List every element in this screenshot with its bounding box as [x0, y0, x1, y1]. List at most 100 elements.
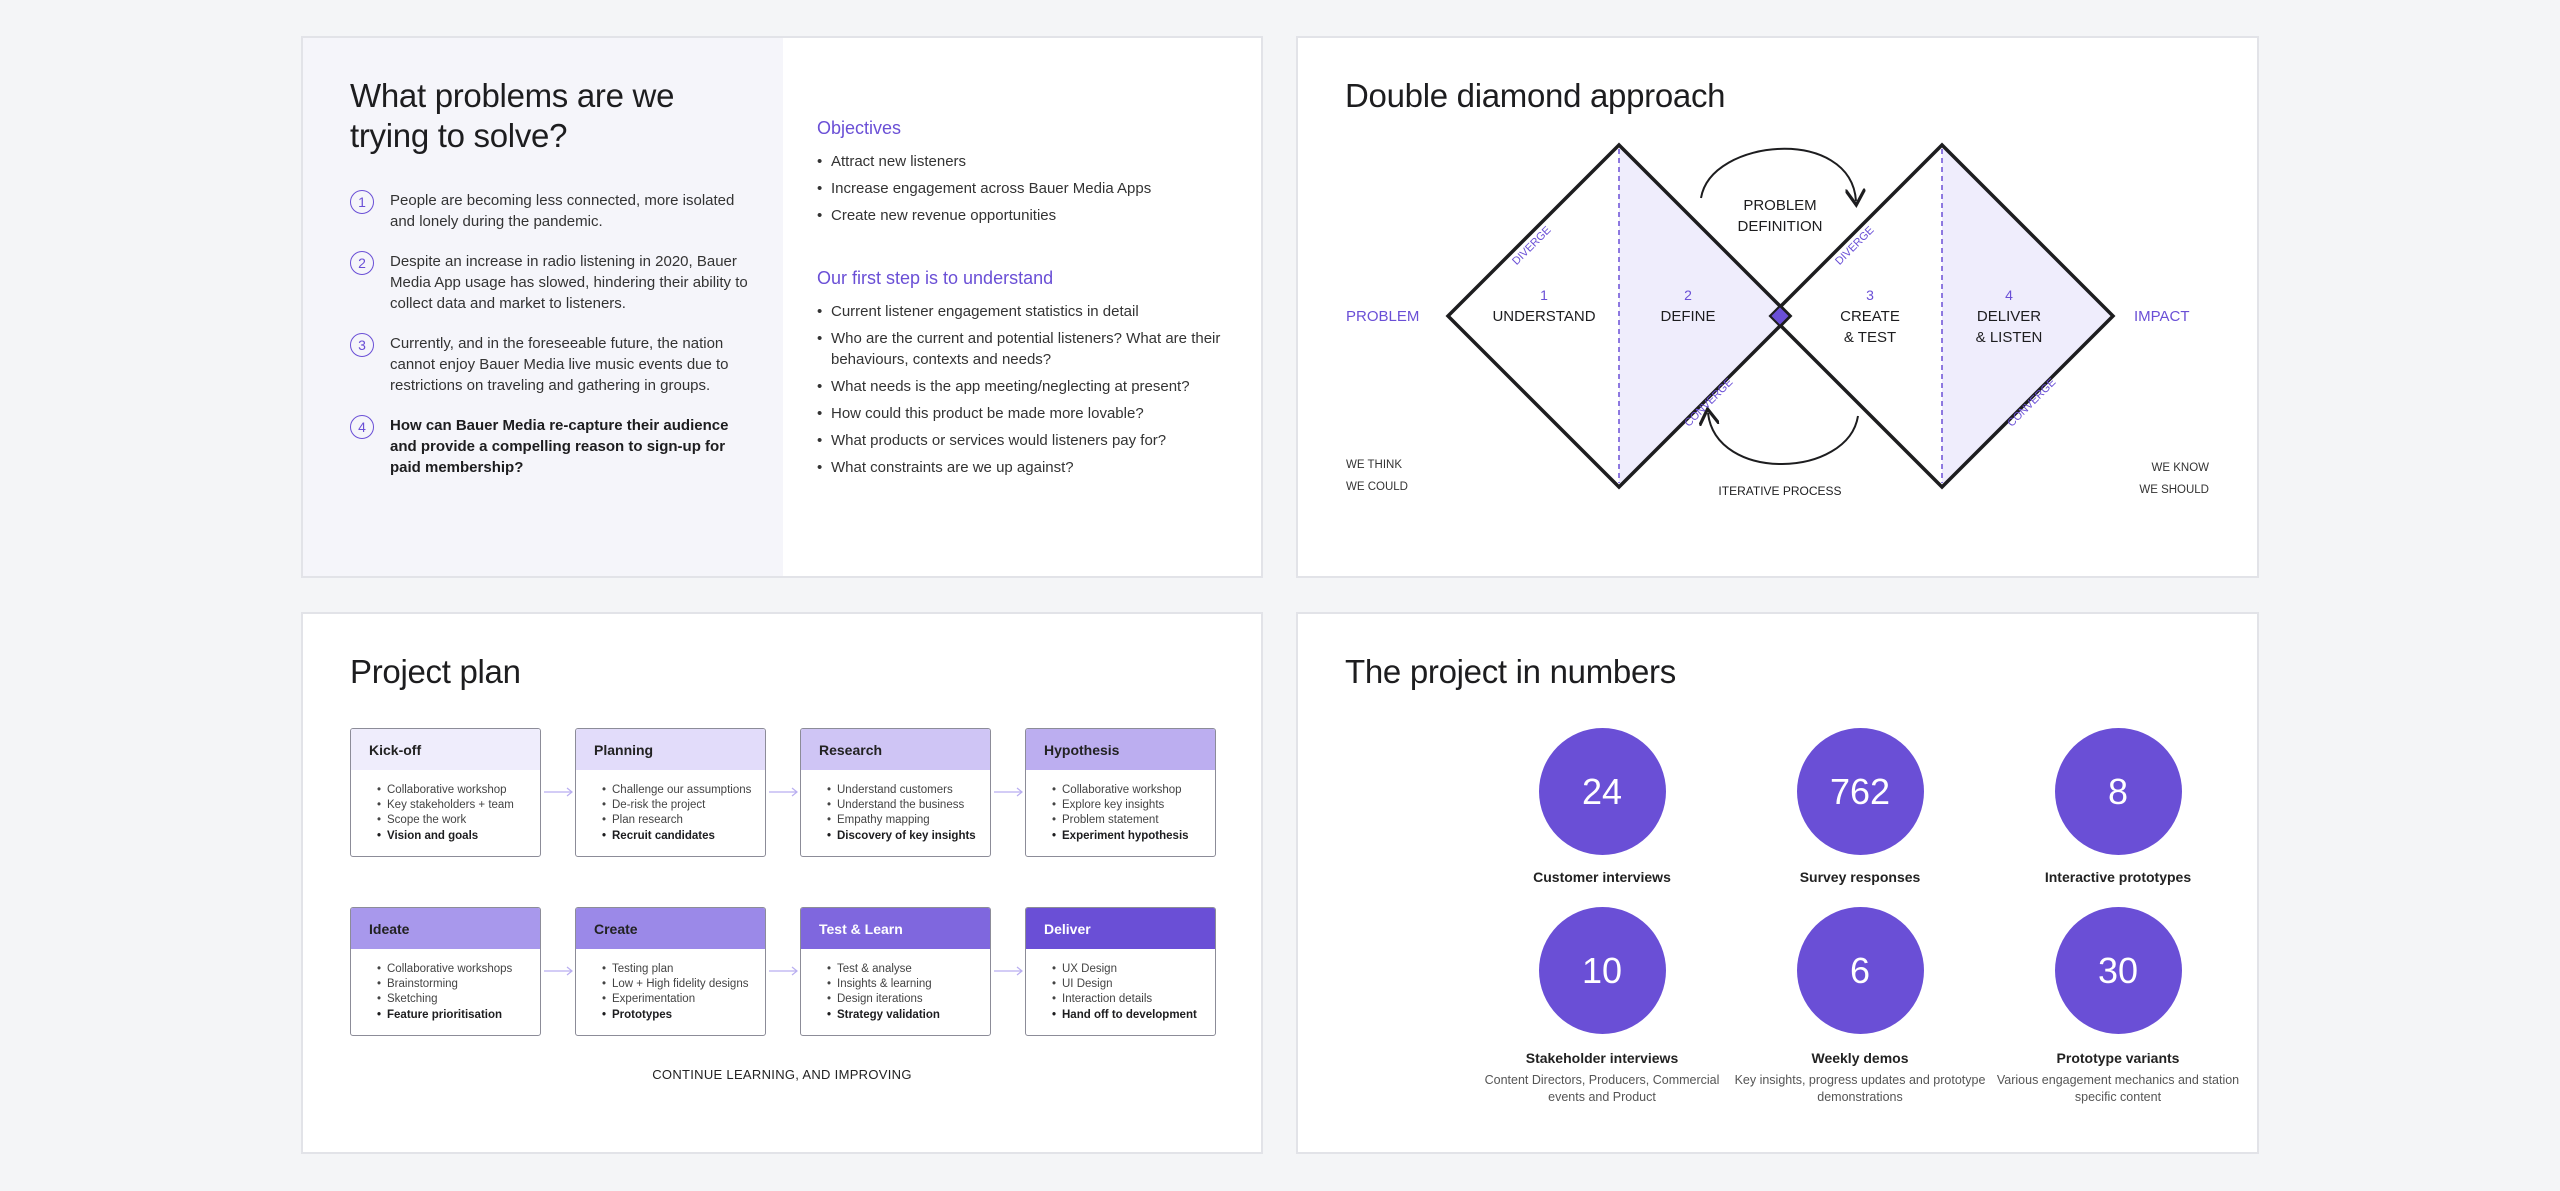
- we-know-label: WE KNOW: [2152, 462, 2210, 474]
- diamond-title: Double diamond approach: [1345, 77, 1726, 114]
- problem-number: 4: [350, 415, 374, 439]
- phase-items: Understand customersUnderstand the busin…: [801, 770, 990, 844]
- iterative-process-arrow: [1708, 413, 1859, 465]
- stat-circle: 6: [1796, 907, 1924, 1034]
- phase-box: Kick-offCollaborative workshopKey stakeh…: [350, 728, 541, 857]
- stat-survey-responses: 762 Survey responses: [1730, 728, 1990, 885]
- objective-item: Attract new listeners: [817, 151, 1237, 172]
- phase-item: Test & analyse: [827, 962, 990, 977]
- arrow-right-icon: [994, 787, 1023, 797]
- phase-key-outcome: Experiment hypothesis: [1052, 829, 1215, 844]
- phase-item: Understand the business: [827, 798, 990, 813]
- second-diamond: [1768, 142, 2116, 490]
- stat-label: Survey responses: [1799, 869, 1921, 885]
- problem-label: PROBLEM: [1346, 308, 1419, 325]
- first-step-item: What products or services would listener…: [817, 430, 1237, 451]
- stat-label: Prototype variants: [2056, 1050, 2180, 1066]
- problem-definition-line2: DEFINITION: [1738, 218, 1823, 235]
- stage-number: 4: [2005, 287, 2013, 303]
- phase-items: UX DesignUI DesignInteraction detailsHan…: [1026, 949, 1215, 1023]
- phase-key-outcome: Strategy validation: [827, 1008, 990, 1023]
- first-step-heading: Our first step is to understand: [817, 268, 1054, 288]
- objectives-heading: Objectives: [817, 118, 902, 138]
- phase-item: Collaborative workshops: [377, 962, 540, 977]
- phase-item: Understand customers: [827, 783, 990, 798]
- stat-label: Customer interviews: [1533, 869, 1671, 885]
- plan-footer: CONTINUE LEARNING, AND IMPROVING: [652, 1067, 912, 1082]
- phase-key-outcome: Recruit candidates: [602, 829, 765, 844]
- problem-text: People are becoming less connected, more…: [390, 192, 735, 230]
- phase-key-outcome: Hand off to development: [1052, 1008, 1215, 1023]
- stage-name-line2: & LISTEN: [1976, 329, 2043, 346]
- we-should-label: WE SHOULD: [2139, 484, 2209, 496]
- phase-items: Challenge our assumptionsDe-risk the pro…: [576, 770, 765, 844]
- phase-item: Low + High fidelity designs: [602, 977, 765, 992]
- we-think-label: WE THINK: [1346, 459, 1402, 471]
- phase-items: Collaborative workshopKey stakeholders +…: [351, 770, 540, 844]
- problems-panel: What problems are we trying to solve? 1 …: [303, 38, 783, 576]
- phase-item: Explore key insights: [1052, 798, 1215, 813]
- numbers-title: The project in numbers: [1345, 653, 1676, 690]
- problem-item: 3 Currently, and in the foreseeable futu…: [350, 333, 755, 396]
- phase-item: UX Design: [1052, 962, 1215, 977]
- stat-label: Stakeholder interviews: [1525, 1050, 1679, 1066]
- phase-box: DeliverUX DesignUI DesignInteraction det…: [1025, 907, 1216, 1036]
- phase-items: Testing planLow + High fidelity designsE…: [576, 949, 765, 1023]
- problem-number: 2: [350, 251, 374, 275]
- phase-item: Insights & learning: [827, 977, 990, 992]
- arrow-right-icon: [769, 966, 798, 976]
- problem-definition-line1: PROBLEM: [1743, 197, 1816, 214]
- phase-key-outcome: Discovery of key insights: [827, 829, 990, 844]
- stage-number: 1: [1540, 287, 1548, 303]
- phase-title: Create: [576, 908, 765, 949]
- phase-item: Scope the work: [377, 813, 540, 828]
- stat-circle: 8: [2054, 728, 2182, 855]
- phase-items: Collaborative workshopsBrainstormingSket…: [351, 949, 540, 1023]
- first-step-item: Current listener engagement statistics i…: [817, 301, 1237, 322]
- arrow-right-icon: [994, 966, 1023, 976]
- phase-title: Ideate: [351, 908, 540, 949]
- iterative-process-label: ITERATIVE PROCESS: [1718, 484, 1841, 498]
- center-marker: [1768, 304, 1792, 328]
- stage-name: CREATE: [1840, 308, 1900, 325]
- stat-circle: 24: [1538, 728, 1666, 855]
- stage-number: 3: [1866, 287, 1874, 303]
- objective-item: Increase engagement across Bauer Media A…: [817, 178, 1237, 199]
- stat-prototype-variants: 30 Prototype variants Various engagement…: [1988, 907, 2248, 1106]
- plan-title: Project plan: [350, 653, 521, 690]
- arrow-right-icon: [544, 966, 573, 976]
- phase-items: Test & analyseInsights & learningDesign …: [801, 949, 990, 1023]
- numbers-card: The project in numbers 24 Customer inter…: [1296, 612, 2259, 1154]
- first-step-item: Who are the current and potential listen…: [817, 328, 1237, 370]
- phase-item: Sketching: [377, 992, 540, 1007]
- phase-key-outcome: Vision and goals: [377, 829, 540, 844]
- problem-item: 2 Despite an increase in radio listening…: [350, 251, 755, 314]
- objectives-list: Attract new listeners Increase engagemen…: [817, 151, 1237, 226]
- double-diamond-card: PROBLEM IMPACT WE THINK WE COULD WE KNOW…: [1296, 36, 2259, 578]
- phase-item: Brainstorming: [377, 977, 540, 992]
- problem-item: 4 How can Bauer Media re-capture their a…: [350, 415, 755, 478]
- phase-item: Design iterations: [827, 992, 990, 1007]
- objectives-panel: Objectives Attract new listeners Increas…: [817, 118, 1237, 484]
- problem-text: Currently, and in the foreseeable future…: [390, 335, 729, 394]
- phase-title: Kick-off: [351, 729, 540, 770]
- phase-title: Deliver: [1026, 908, 1215, 949]
- phase-item: UI Design: [1052, 977, 1215, 992]
- stat-description: Key insights, progress updates and proto…: [1734, 1073, 1986, 1104]
- stat-circle: 10: [1538, 907, 1666, 1034]
- phase-item: Collaborative workshop: [1052, 783, 1215, 798]
- stat-weekly-demos: 6 Weekly demos Key insights, progress up…: [1730, 907, 1990, 1106]
- phase-item: Plan research: [602, 813, 765, 828]
- stat-label: Weekly demos: [1811, 1050, 1909, 1066]
- problem-text: Despite an increase in radio listening i…: [390, 253, 748, 312]
- phase-box: HypothesisCollaborative workshopExplore …: [1025, 728, 1216, 857]
- phase-title: Hypothesis: [1026, 729, 1215, 770]
- first-step-item: How could this product be made more lova…: [817, 403, 1237, 424]
- phase-key-outcome: Feature prioritisation: [377, 1008, 540, 1023]
- phase-item: Problem statement: [1052, 813, 1215, 828]
- phase-item: Collaborative workshop: [377, 783, 540, 798]
- define-fill: [1619, 145, 1790, 487]
- phase-box: CreateTesting planLow + High fidelity de…: [575, 907, 766, 1036]
- stat-circle: 762: [1796, 728, 1924, 855]
- phase-item: Key stakeholders + team: [377, 798, 540, 813]
